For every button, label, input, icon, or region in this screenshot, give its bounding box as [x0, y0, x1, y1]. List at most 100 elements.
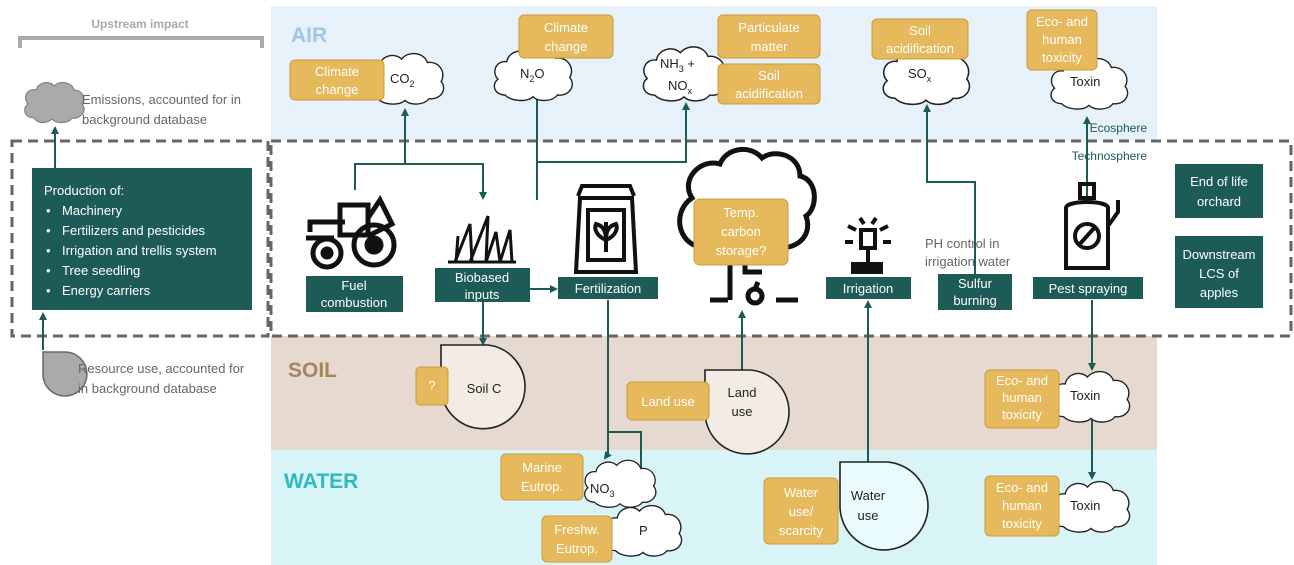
ph-control-line2: irrigation water: [925, 254, 1011, 269]
soil-toxin-label: Toxin: [1070, 388, 1100, 403]
soil-c-drop: [440, 344, 526, 430]
pest-spraying-box: [1033, 277, 1143, 299]
water-use-impact-box: [763, 477, 839, 545]
fuel-combustion-box: [306, 276, 403, 312]
n2o-impact-line2: change: [545, 39, 588, 54]
p-label: P: [639, 523, 648, 538]
end-of-life-box: [1175, 164, 1263, 218]
soil-c-label: Soil C: [467, 381, 502, 396]
resource-drop-icon: [42, 351, 88, 397]
soil-toxicity-line2: human: [1002, 390, 1042, 405]
fertilization-label: Fertilization: [575, 281, 641, 296]
resource-note-line1: Resource use, accounted for: [78, 361, 245, 376]
production-bullet: •: [46, 223, 51, 238]
biobased-inputs-box: [435, 268, 530, 302]
co2-impact-line1: Climate: [315, 64, 359, 79]
sulfur-burning-box: [938, 274, 1012, 310]
air-toxicity-impact-box: [1026, 9, 1098, 71]
production-bullet: •: [46, 263, 51, 278]
sulfur-burning-line1: Sulfur: [958, 276, 993, 291]
land-use-impact-box: [626, 381, 710, 421]
marine-eutrop-impact-box: [500, 453, 584, 501]
emissions-note-line1: Emissions, accounted for in: [82, 92, 241, 107]
grass-icon: [448, 215, 516, 264]
pesticide-sprayer-icon: [1064, 182, 1120, 270]
production-list: • Machinery • Fertilizers and pesticides • Ir…: [46, 203, 217, 298]
fertilization-box: [558, 277, 658, 299]
downstream-lcs-line1: Downstream: [1183, 247, 1256, 262]
co2-label: CO2: [390, 71, 415, 89]
soil-acidification-impact-box: [717, 63, 821, 105]
nh3-label: NH3 +: [660, 56, 695, 74]
n2o-impact-box: [518, 14, 614, 59]
marine-eutrop-line1: Marine: [522, 460, 562, 475]
ecosphere-label: Ecosphere: [1090, 121, 1148, 135]
water-use-impact-line2: use/: [789, 504, 814, 519]
temp-storage-line3: storage?: [716, 243, 767, 258]
water-toxicity-line1: Eco- and: [996, 480, 1048, 495]
fertilizer-bag-icon: [573, 184, 639, 274]
soil-toxicity-line1: Eco- and: [996, 373, 1048, 388]
pest-spraying-label: Pest spraying: [1049, 281, 1128, 296]
production-item: Machinery: [62, 203, 122, 218]
water-toxin-label: Toxin: [1070, 498, 1100, 513]
marine-eutrop-line2: Eutrop.: [521, 479, 563, 494]
soil-toxicity-line3: toxicity: [1002, 407, 1042, 422]
production-item: Energy carriers: [62, 283, 151, 298]
water-use-impact-line1: Water: [784, 485, 819, 500]
soil-c-impact-box: [415, 366, 449, 406]
downstream-lcs-line2: LCS of: [1199, 266, 1239, 281]
nox-label: NOx: [668, 78, 693, 96]
soil-acidification-line1: Soil: [758, 68, 780, 83]
no3-label: NO3: [590, 481, 615, 499]
temp-carbon-storage-box: [693, 198, 789, 266]
technosphere-label: Technosphere: [1072, 149, 1148, 163]
ph-control-line1: PH control in: [925, 236, 999, 251]
upstream-boundary: [10, 139, 270, 338]
sulfur-burning-line2: burning: [953, 293, 996, 308]
water-toxicity-line3: toxicity: [1002, 516, 1042, 531]
production-box: [32, 168, 252, 310]
land-use-label-line2: use: [732, 404, 753, 419]
sox-impact-line2: acidification: [886, 41, 954, 56]
production-item: Tree seedling: [62, 263, 140, 278]
freshw-eutrop-line2: Eutrop.: [556, 541, 598, 556]
production-bullet: •: [46, 243, 51, 258]
water-use-impact-line3: scarcity: [779, 523, 824, 538]
co2-impact-box: [289, 59, 385, 101]
co2-impact-line2: change: [316, 82, 359, 97]
apple-tree-icon: [677, 147, 817, 306]
water-toxicity-impact-box: [984, 475, 1060, 537]
upstream-title: Upstream impact: [91, 17, 188, 31]
sox-impact-box: [871, 18, 969, 60]
land-use-label-line1: Land: [728, 385, 757, 400]
downstream-lcs-box: [1175, 236, 1263, 308]
production-bullet: •: [46, 283, 51, 298]
production-item: Fertilizers and pesticides: [62, 223, 206, 238]
production-item: Irrigation and trellis system: [62, 243, 217, 258]
soil-c-impact-label: ?: [428, 378, 435, 393]
tractor-icon: [306, 195, 397, 270]
particulate-impact-box: [717, 14, 821, 59]
irrigation-box: [826, 277, 911, 299]
water-use-label-line2: use: [858, 508, 879, 523]
freshw-eutrop-line1: Freshw.: [554, 522, 600, 537]
end-of-life-line2: orchard: [1197, 194, 1241, 209]
sprinkler-icon: [845, 216, 891, 274]
irrigation-label: Irrigation: [843, 281, 894, 296]
emissions-note-line2: background database: [82, 112, 207, 127]
soil-toxicity-impact-box: [984, 369, 1060, 429]
temp-storage-line1: Temp.: [723, 205, 758, 220]
freshw-eutrop-impact-box: [541, 515, 613, 563]
air-toxicity-line2: human: [1042, 32, 1082, 47]
fuel-combustion-line2: combustion: [321, 295, 387, 310]
temp-storage-line2: carbon: [721, 224, 761, 239]
particulate-impact-line2: matter: [751, 39, 789, 54]
soil-label: SOIL: [288, 359, 337, 382]
air-toxicity-line1: Eco- and: [1036, 14, 1088, 29]
production-bullet: •: [46, 203, 51, 218]
water-use-drop: [839, 461, 929, 551]
downstream-lcs-line3: apples: [1200, 285, 1239, 300]
air-toxin-label: Toxin: [1070, 74, 1100, 89]
